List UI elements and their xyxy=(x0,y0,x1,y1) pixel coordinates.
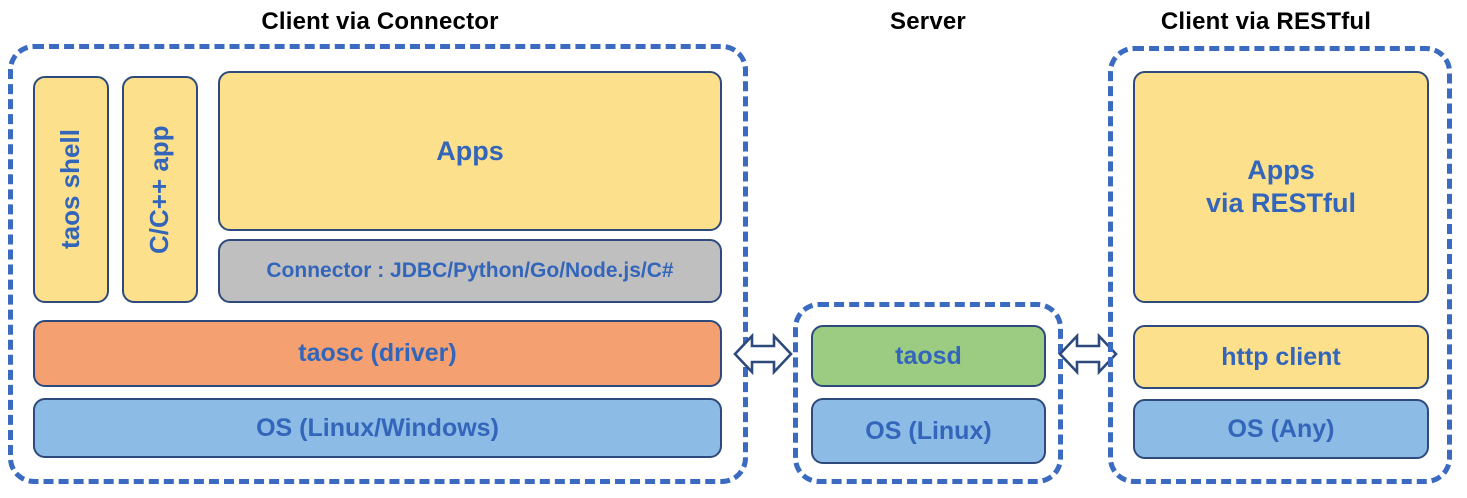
box-taos-shell[interactable]: taos shell xyxy=(33,76,109,303)
box-connector[interactable]: Connector : JDBC/Python/Go/Node.js/C# xyxy=(218,239,722,303)
arrow-client-to-server-icon xyxy=(733,327,793,381)
box-c-cpp-app[interactable]: C/C++ app xyxy=(122,76,198,303)
box-os-server[interactable]: OS (Linux) xyxy=(811,398,1046,464)
box-taosc-driver[interactable]: taosc (driver) xyxy=(33,320,722,387)
arrow-server-to-restful-icon xyxy=(1058,327,1118,381)
section-title-client-restful: Client via RESTful xyxy=(1160,8,1372,35)
section-title-server: Server xyxy=(890,8,966,35)
box-apps[interactable]: Apps xyxy=(218,71,722,231)
group-client-connector xyxy=(8,44,748,484)
section-title-client-connector: Client via Connector xyxy=(261,8,499,35)
group-server xyxy=(793,302,1063,484)
group-client-restful xyxy=(1108,46,1452,484)
box-http-client[interactable]: http client xyxy=(1133,325,1429,389)
box-taosd[interactable]: taosd xyxy=(811,325,1046,387)
box-os-client[interactable]: OS (Linux/Windows) xyxy=(33,398,722,458)
box-os-any[interactable]: OS (Any) xyxy=(1133,399,1429,459)
box-apps-via-restful[interactable]: Apps via RESTful xyxy=(1133,71,1429,303)
